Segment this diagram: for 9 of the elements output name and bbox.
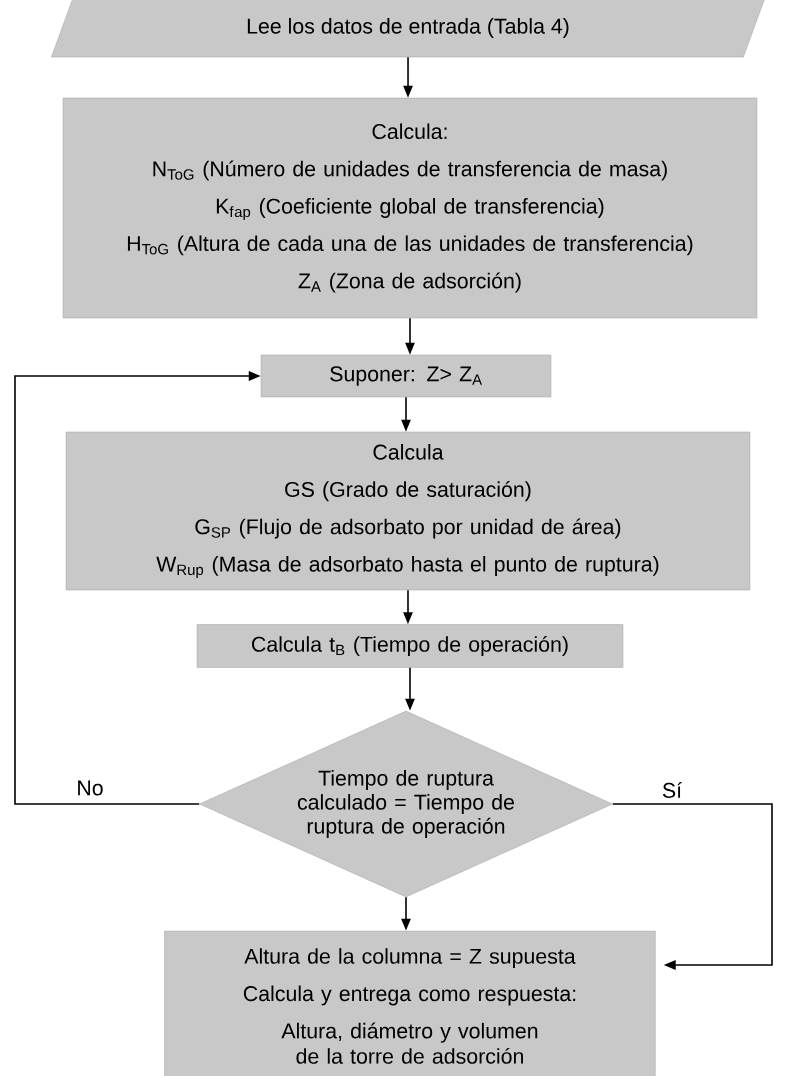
process-box: Calcula GS (Grado de saturación) G$_{SP}$ (Flujo de adsorbato por unidad de área) W$_{Rup}$ (Masa de adsorbato hasta el punto de ruptura) — [65, 431, 751, 591]
process-box: Calcula t$_{B}$ (Tiempo de operación) — [196, 624, 624, 668]
edge-label: No — [75, 779, 105, 797]
result-box: Altura de la columna = Z supuesta Calcula y entrega como respuesta: Altura, diámetro y volumen de la torre de adsorción — [164, 930, 656, 1076]
process-box: Calcula: N$_{ToG}$ (Número de unidades de transferencia de masa) K$_{fap}$ (Coeficiente global de transferencia) H$_{ToG}$ (Altura de cada una de las unidades de transferencia) Z$_{A}$ (Zona de adsorción) — [62, 97, 758, 319]
process-box: Suponer: Z> Z$_{A}$ — [260, 354, 552, 398]
input-parallelogram: Lee los datos de entrada (Tabla 4) — [51, 0, 765, 58]
edge-label: Sí — [660, 780, 684, 800]
arrow — [612, 803, 773, 970]
